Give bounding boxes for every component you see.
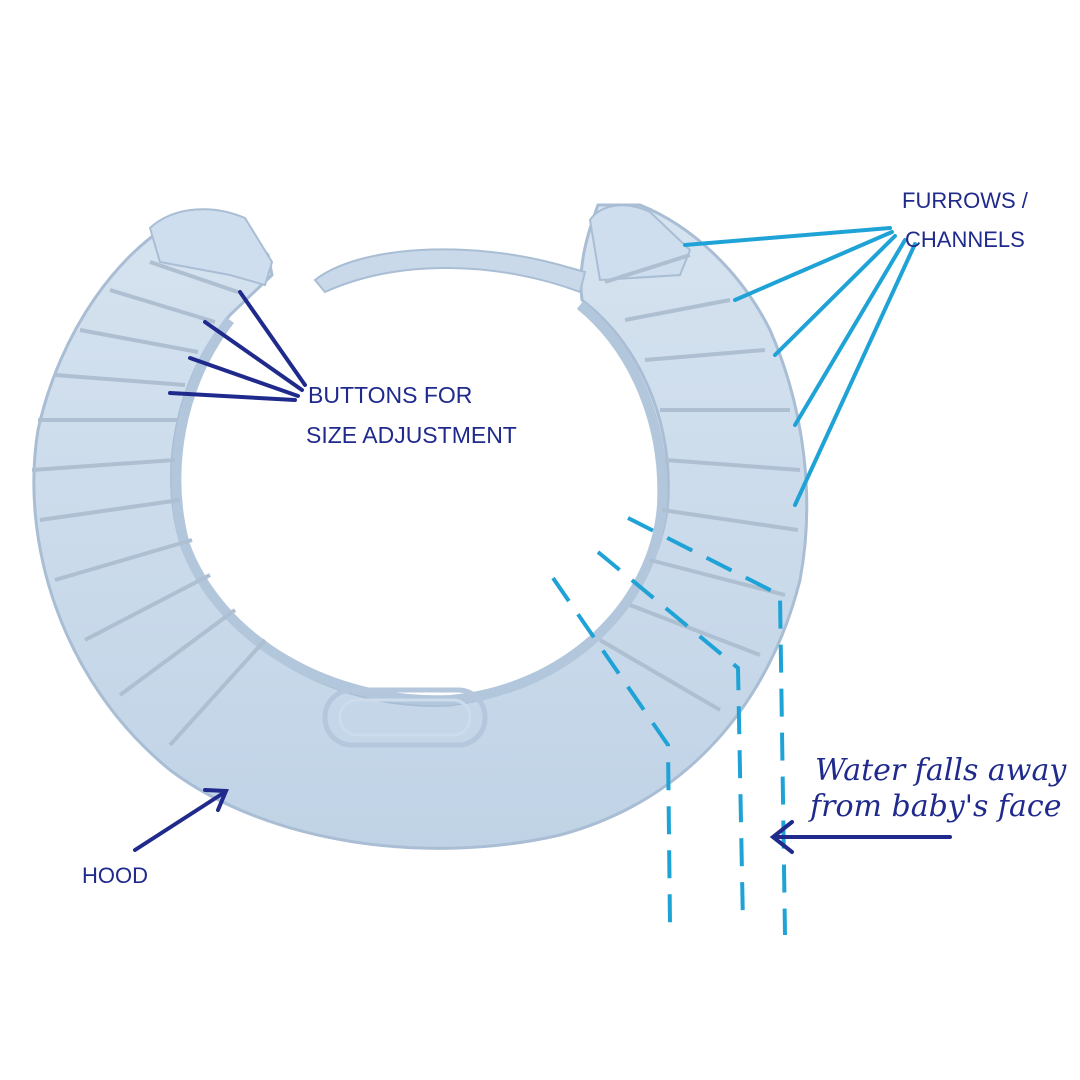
furrows-pointer-lines [683,226,917,507]
right-furrows [598,253,801,712]
left-furrows [31,260,267,747]
left-tab [148,208,274,287]
water-label-line2: from baby's face [808,789,1061,824]
buttons-label-line1: BUTTONS FOR [308,382,472,408]
furrows-label-line2: CHANNELS [905,227,1025,252]
furrows-label-line1: FURROWS / [902,188,1029,213]
hood-arrow [133,788,229,852]
water-arrow [769,820,952,854]
buttons-pointer-lines [168,290,307,402]
adjustment-strap [313,248,587,294]
water-dashed-lines [551,516,787,936]
hood-label: HOOD [82,863,148,888]
buttons-label-line2: SIZE ADJUSTMENT [306,422,517,448]
water-label-line1: Water falls away [815,753,1067,788]
shampoo-cap [31,203,809,850]
brand-emboss [322,687,488,748]
